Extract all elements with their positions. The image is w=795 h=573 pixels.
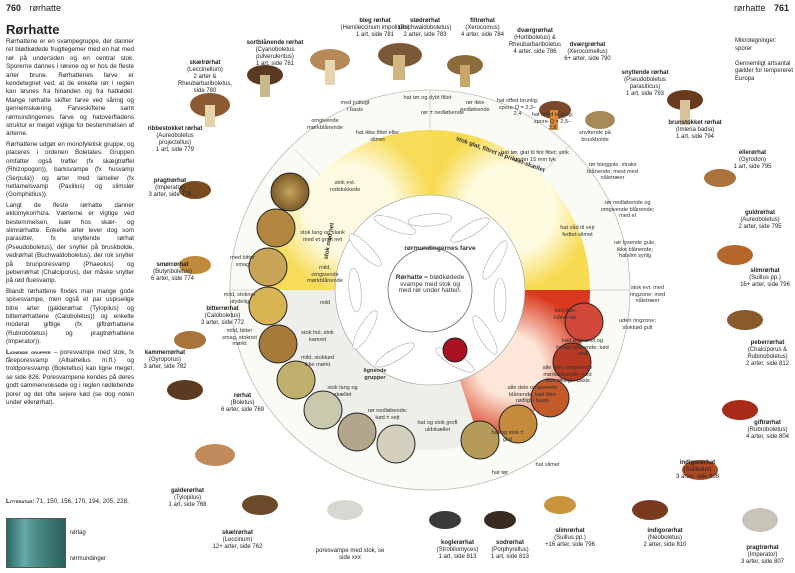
figure-label-tubes: rørlag <box>70 530 86 536</box>
right-page-header: rørhatte 761 <box>734 3 789 13</box>
ring-dividers <box>230 90 630 291</box>
ring-label: hat tør <box>491 470 509 476</box>
species-label: ribbestokket rørhat(Aureoboletus project… <box>147 126 203 153</box>
center-circle <box>387 247 473 333</box>
ring-label: omgivende mørkblånende <box>307 118 343 131</box>
ring-label: hat slimet <box>535 462 560 468</box>
ring-label: alle dele omgivende blånende, kød ikke r… <box>507 385 558 405</box>
ring-label: kød ikke blånende <box>553 308 577 321</box>
species-label: filtrørhat(Xerocomus)4 arter, side 784 <box>460 18 505 38</box>
wheel-center: Rørhatte = blødkødede svampe med stok og… <box>395 274 465 295</box>
species-label: skælrørhat(Leccinellum)2 arter & Rheubar… <box>177 60 233 94</box>
species-label: rørhat(Boletus)6 arter, side 769 <box>220 393 265 413</box>
ring-label: rør lysende gule, ikke blånende; hatslim… <box>614 240 656 260</box>
spore-drawings <box>348 213 508 373</box>
ring-label: hat og stok ± glat <box>491 430 524 443</box>
ring-label: hat og stok groft uldskællet <box>417 420 458 433</box>
intro-paragraph: Rørhattene er en svampegruppe, der danne… <box>6 38 134 138</box>
ring-label: rør nedløbende; kød ± sejt <box>367 408 408 421</box>
species-label: kammerrørhat(Gyroporus)3 arter, side 782 <box>143 350 187 370</box>
species-label: sortblånende rørhat(Cyanoboletus pulveru… <box>246 40 304 67</box>
species-label: dværgrørhat(Xerocomellus)6+ arter, side … <box>564 42 611 62</box>
ring-label: stok lang og slank med et groft net <box>300 230 345 243</box>
ring-label: mild, bitter smag, stoknet mørkt <box>222 328 257 348</box>
literature-text: 71, 150, 156, 170, 194, 205, 228. <box>36 498 129 505</box>
species-label: slimrørhat(Suillus pp.)16+ arter, side 7… <box>740 268 790 288</box>
intro-paragraph: Blandt rørhattene findes man mange gode … <box>6 287 134 346</box>
species-label: ellerørhat(Gyrodon)1 art, side 795 <box>733 150 772 170</box>
right-page-number: 761 <box>773 3 789 13</box>
species-label: snyltende rørhat(Pseudoboletus parasitic… <box>621 70 669 97</box>
literature-heading: Litteratur: <box>6 498 35 505</box>
ring-label: hat våd til vejr fedtet-slimet <box>560 225 595 238</box>
similar-heading: Lignende grupper <box>6 348 51 356</box>
ring-label: alle dele omgivende mørkblånende, kød ik… <box>542 365 593 385</box>
ring-label: snyltende på bruskbolde <box>579 130 611 143</box>
right-page-title: rørhatte <box>733 3 766 13</box>
ring-label: stok evt. med ringzone; med nåletræer <box>629 285 666 305</box>
species-label: sodrørhat(Porphyrellus)1 art, side 813 <box>490 540 530 560</box>
ring-label: mild, stokkød ikke mørkt <box>301 355 334 368</box>
species-label: koglerørhat(Strobilomyces)1 art, side 81… <box>436 540 479 560</box>
ring-label: hat offed brunlig; spore-Q = 2,3–2,4 <box>496 98 539 118</box>
species-label: skælrørhat(Leccinum)12+ arter, side 762 <box>212 530 263 550</box>
ring-label: stok evt. rodstokkede <box>329 180 361 193</box>
species-label: indigorørhat(Neoboletus)2 arter, side 81… <box>643 528 687 548</box>
ring-label: uden ringzone; stokkød gult <box>618 318 656 331</box>
species-label: stødrørhat(Buchwaldoboletus)2 arter, sid… <box>398 18 452 38</box>
ring-label: rør ikke nedløbende <box>460 100 490 113</box>
species-label: dværgrørhat(Hortiboletus) & Rheubarbarib… <box>508 28 562 55</box>
ring-label: mild, omgivende mørkblånende <box>307 265 343 285</box>
species-label: smørrørhat(Butyriboletus)6 arter, side 7… <box>150 262 195 282</box>
species-label: bleg rørhat(Hemileccinum impolitum)1 art… <box>340 18 410 38</box>
ring-label: mild, stoknet utydelig <box>223 292 256 305</box>
species-label: bitterrørhat(Caloboletus)3 arter, side 7… <box>200 306 245 326</box>
figure-label-pores: rørmundinger <box>70 556 107 562</box>
species-label: pragtrørhat(Imperator)3 arter, side 778 <box>148 178 192 198</box>
mushroom-photos <box>167 43 778 532</box>
ring-label: hat offed brunlig; spore-Q = 2,5–2,9 <box>531 112 574 132</box>
literature: Litteratur: 71, 150, 156, 170, 194, 205,… <box>6 498 136 505</box>
ring-label: hat ikke filtet eller slimet <box>355 130 400 143</box>
species-label: giftrørhat(Rubroboletus)4 arter, side 80… <box>745 420 790 440</box>
ring-label: med jodlugt i basis <box>340 100 370 113</box>
species-label: peberrørhat(Chalciporus & Rubinoboletus)… <box>745 340 790 367</box>
right-note: Mikrotegninger: sporer Gennemligt artsan… <box>735 38 794 82</box>
similar-text: – poresvampe med stok, fx fåreporesvamp … <box>6 348 134 407</box>
species-label: guldrørhat(Aureoboletus)2 arter, side 79… <box>738 210 782 230</box>
lignende-label: lignende grupper <box>363 368 387 381</box>
species-label: brunstokket rørhat(Imleria badia)1 art, … <box>668 120 722 140</box>
ring-label: mild <box>319 300 331 306</box>
ring-inner-label: rørmundingernes farve <box>404 245 476 252</box>
species-label: galderørhat(Tylopilus)1 art, side 768 <box>168 488 207 508</box>
pore-circles <box>248 172 604 464</box>
intro-text: Rørhattene er en svampegruppe, der danne… <box>6 38 134 409</box>
pore-figure <box>6 518 66 568</box>
species-label: poresvampe med stok, se side xxx <box>315 548 385 561</box>
ring-label: rør nedløbende og omgivende blånende; me… <box>600 200 655 220</box>
intro-paragraph: Rørhattene udgør en monofyletisk gruppe,… <box>6 140 134 199</box>
ring-label: stok lang og skællet <box>327 385 358 398</box>
species-label: indigorørhat(Suillellus)3 arter, side 80… <box>675 460 720 480</box>
left-page-header: 760 rørhatte <box>6 3 61 13</box>
species-label: slimrørhat(Suillus pp.)+16 arter, side 7… <box>545 528 595 548</box>
ring-label: med bitter smag <box>230 255 255 268</box>
species-label: pragtrørhat(Imperator)3 arter, side 807 <box>740 545 785 565</box>
left-page-number: 760 <box>6 3 22 13</box>
ring-label: kød ømpartet og hurtigt blånende; kød rø… <box>556 338 609 358</box>
wheel-center-text: = blødkødede svampe med stok og med rør … <box>398 274 465 295</box>
ring-label: stok hul, stok kamret <box>301 330 334 343</box>
intro-paragraph: Langt de fleste rørhatte danner ektomyko… <box>6 201 134 285</box>
wheel-center-title: Rørhatte <box>395 274 423 281</box>
left-page-title: rørhatte <box>29 3 62 13</box>
ring-label: rør bleggule, straks blånende; mest med … <box>587 162 638 182</box>
ring-label: rør ± nedløbende <box>421 110 464 116</box>
ring-label: hat tør og dybt filtet <box>403 95 452 101</box>
intro-title: Rørhatte <box>6 22 60 37</box>
ring-label: hat tør, glat til fint filtet; stok unde… <box>501 150 569 163</box>
similar-groups: Lignende grupper – poresvampe med stok, … <box>6 349 134 408</box>
